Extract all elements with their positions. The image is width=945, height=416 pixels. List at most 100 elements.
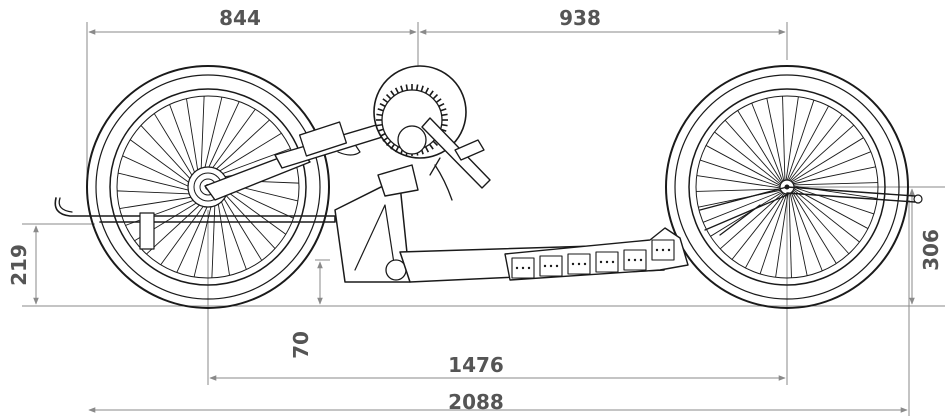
spoke: [225, 186, 294, 219]
chain-tooth: [432, 140, 439, 147]
spoke: [737, 110, 783, 184]
chain-tooth: [428, 90, 434, 97]
chain-tooth: [428, 143, 434, 150]
seat-rivet: [549, 264, 553, 268]
spoke: [217, 201, 230, 276]
seat-rivet: [661, 248, 665, 252]
spoke: [200, 96, 205, 171]
spoke: [140, 125, 192, 181]
spoke: [759, 192, 788, 275]
spoke: [702, 190, 783, 223]
chain-tooth: [382, 98, 389, 104]
chain-tooth: [405, 84, 409, 91]
chainring-crank: [373, 65, 491, 201]
spoke: [790, 191, 823, 272]
chain-tooth: [394, 146, 400, 153]
seat-rivet: [633, 258, 637, 262]
spoke: [791, 189, 850, 255]
chain-tooth: [379, 102, 386, 108]
spoke: [117, 190, 192, 195]
chain-tooth: [382, 136, 389, 142]
chain-tooth: [390, 143, 396, 150]
spoke: [220, 148, 291, 175]
seat-rivet: [555, 264, 559, 268]
seat-rivet: [605, 260, 609, 264]
spoke: [724, 119, 783, 185]
seat-rivet: [655, 248, 659, 252]
spoke: [204, 96, 223, 170]
spoke: [789, 124, 855, 183]
chain-tooth: [385, 93, 392, 100]
seat-rivet: [611, 260, 615, 264]
spoke: [696, 188, 782, 192]
chain-tooth: [424, 146, 430, 153]
spoke: [792, 166, 876, 185]
chain-tooth: [424, 87, 430, 94]
spoke: [211, 203, 216, 278]
spoke: [751, 102, 784, 183]
spoke: [217, 132, 282, 173]
seat-rivet: [667, 248, 671, 252]
dim-label-219: 219: [7, 244, 31, 286]
spoke: [220, 199, 247, 270]
dim-label-844: 844: [219, 6, 261, 30]
seat-details: [511, 239, 675, 279]
spoke: [792, 182, 878, 186]
spoke: [789, 192, 808, 276]
chain-tooth: [432, 93, 439, 100]
chain-tooth: [441, 113, 448, 117]
spoke: [731, 192, 786, 260]
chain-tooth: [415, 84, 419, 91]
spoke: [129, 139, 191, 184]
dim-label-70: 70: [289, 331, 313, 359]
seat-rivet: [599, 260, 603, 264]
spoke: [790, 137, 864, 183]
chain-tooth: [400, 85, 404, 92]
seat-rivet: [627, 258, 631, 262]
spoke: [775, 192, 789, 278]
chain-tooth: [394, 87, 400, 94]
chain-tooth: [420, 85, 424, 92]
seat-rivet: [515, 266, 519, 270]
frame: [54, 117, 923, 283]
chain-tooth: [377, 128, 384, 132]
spoke: [745, 192, 787, 269]
seat-rivet: [527, 266, 531, 270]
chain-tooth: [379, 132, 386, 138]
seat-rivet: [577, 262, 581, 266]
seat-rivet: [571, 262, 575, 266]
spoke: [160, 204, 205, 266]
chain-tooth: [385, 140, 392, 147]
spoke: [785, 96, 799, 182]
chain-tooth: [440, 108, 447, 112]
spoke: [788, 192, 792, 278]
dim-label-1476: 1476: [448, 353, 504, 377]
spoke: [119, 196, 194, 209]
spoke: [117, 172, 191, 191]
spoke: [211, 108, 256, 170]
spoke: [186, 98, 199, 173]
chain-tooth: [377, 108, 384, 112]
spoke: [696, 175, 782, 189]
spoke: [791, 190, 837, 264]
spoke: [719, 191, 785, 250]
spoke: [766, 98, 785, 182]
spoke: [222, 196, 263, 261]
chain-tooth: [376, 113, 383, 117]
spoke: [146, 203, 202, 255]
spoke: [169, 104, 196, 175]
seat-rivet: [521, 266, 525, 270]
spoke: [698, 189, 782, 208]
chain-tooth: [390, 90, 396, 97]
dimension-labels: 844 938 219 306 70 1476 2088: [7, 6, 943, 414]
seat-rivet: [543, 264, 547, 268]
spoke: [705, 145, 782, 187]
spoke: [786, 99, 815, 182]
spoke: [207, 101, 240, 170]
spoke: [791, 151, 872, 184]
spoke: [225, 190, 287, 235]
spoke: [153, 113, 194, 178]
spoke: [714, 131, 782, 186]
